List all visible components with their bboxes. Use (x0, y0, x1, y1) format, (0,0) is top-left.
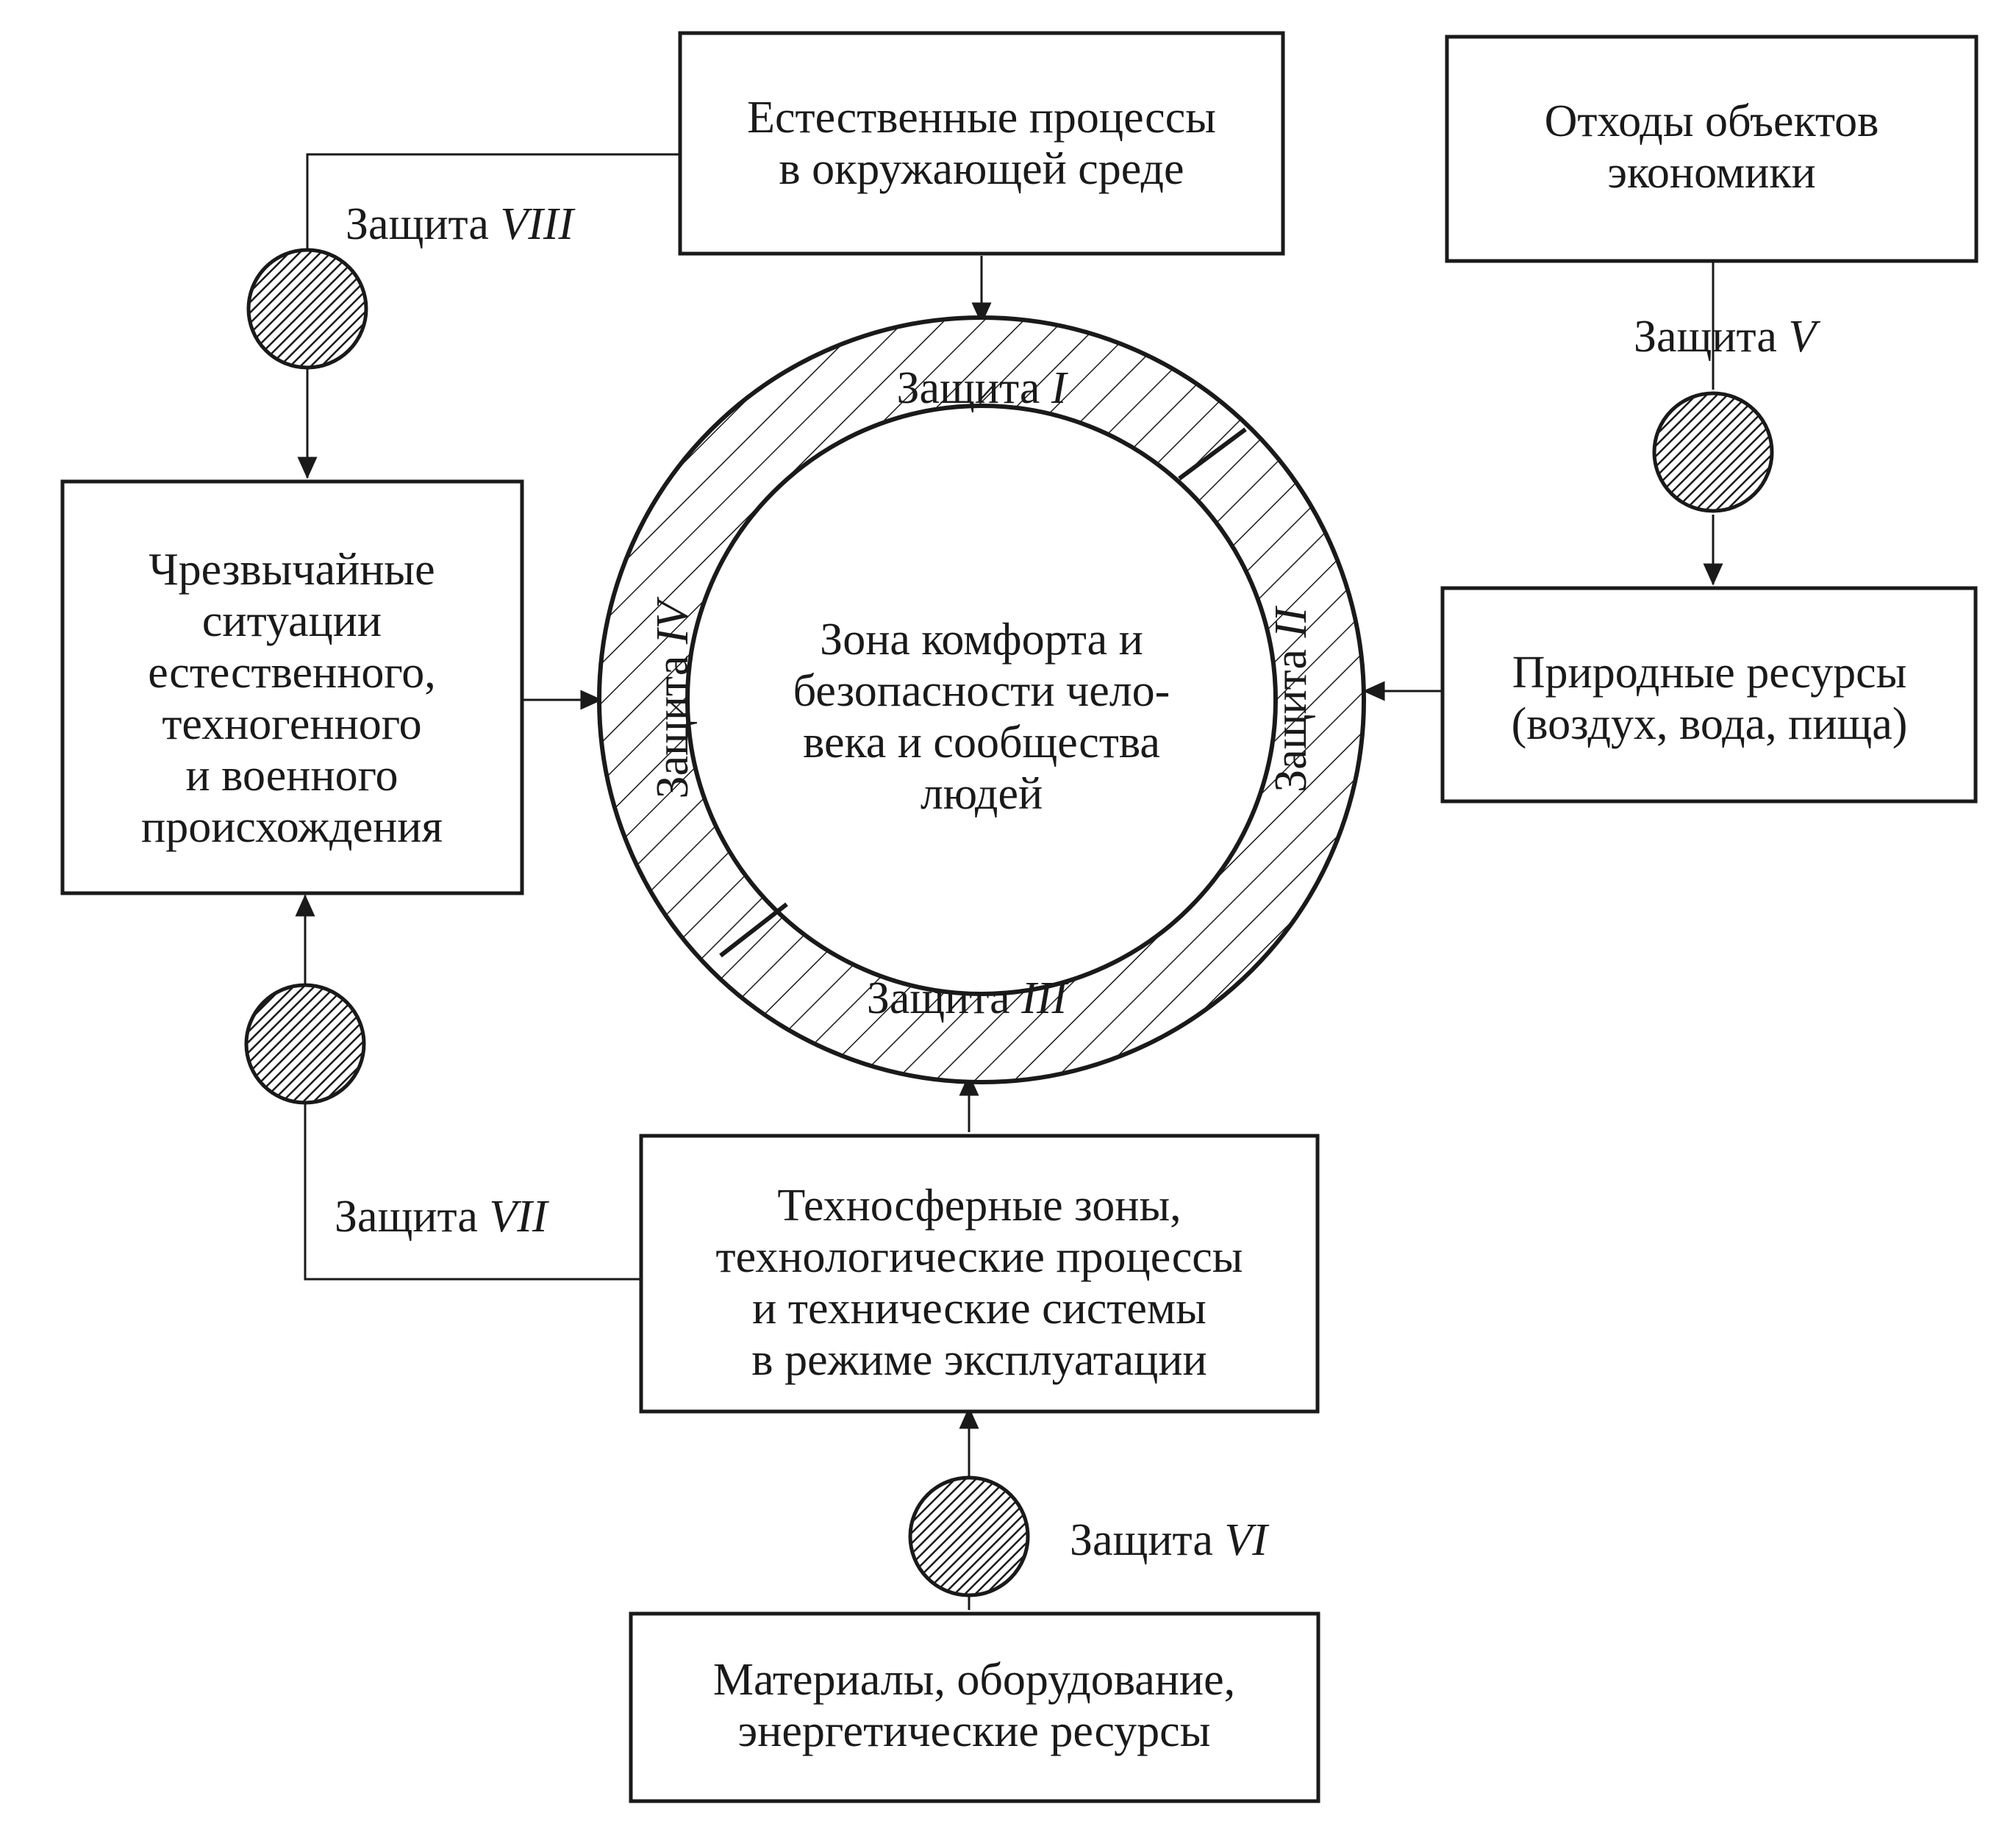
natural-processes-line-2: в окружающей среде (779, 144, 1184, 194)
emergencies-line-2: ситуации (202, 596, 382, 646)
ring-band (596, 315, 1367, 1084)
center-line-2: безопасности чело- (793, 666, 1170, 716)
protection-numeral: VI (1224, 1515, 1270, 1565)
technosphere-line-1: Техносферные зоны, (777, 1181, 1181, 1231)
protection-numeral: VIII (500, 199, 576, 249)
protection-node-viii (246, 248, 368, 370)
protection-i-label: Защита I (896, 363, 1068, 413)
protection-word: Защита (1070, 1515, 1213, 1565)
center-line-1: Зона комфорта и (820, 615, 1143, 665)
connectors (295, 153, 1723, 1610)
protection-numeral: II (1266, 605, 1316, 639)
protection-word: Защита (867, 973, 1010, 1023)
technosphere-line-3: и технические системы (752, 1284, 1207, 1334)
emergencies-line-3: естественного, (148, 648, 436, 698)
technosphere-line-4: в режиме эксплуатации (751, 1335, 1207, 1385)
emergencies-line-5: и военного (185, 751, 398, 801)
protection-numeral: VII (489, 1192, 550, 1242)
technosphere-line-2: технологические процессы (716, 1232, 1243, 1282)
emergencies-line-1: Чрезвычайные (149, 545, 435, 595)
protection-numeral: V (1788, 312, 1820, 362)
protection-vii-label: Защита VII (335, 1192, 550, 1242)
protection-numeral: III (1020, 973, 1069, 1023)
emergencies-line-4: техногенного (162, 699, 421, 749)
protection-iv-label: Защита IV (648, 596, 698, 798)
protection-word: Защита (648, 656, 698, 799)
center-line-3: века и сообщества (803, 718, 1160, 767)
protection-ring (596, 315, 1367, 1084)
comfort-zone: Зона комфорта и безопасности чело- века … (793, 615, 1170, 819)
box-materials: Материалы, оборудование, энергетические … (629, 1611, 1320, 1803)
protection-word: Защита (335, 1192, 478, 1242)
protection-node-vi (908, 1475, 1030, 1597)
protection-iii-label: Защита III (867, 973, 1070, 1023)
protection-word: Защита (346, 199, 489, 249)
materials-line-1: Материалы, оборудование, (713, 1655, 1235, 1705)
box-natural-processes: Естественные процессы в окружающей среде (678, 31, 1285, 256)
waste-line-1: Отходы объектов (1545, 96, 1879, 146)
protection-numeral: I (1051, 363, 1069, 413)
protection-word: Защита (896, 363, 1040, 413)
resources-line-1: Природные ресурсы (1512, 648, 1907, 698)
protection-viii-label: Защита VIII (346, 199, 576, 249)
protection-word: Защита (1266, 649, 1316, 792)
protection-v-label: Защита V (1634, 312, 1820, 362)
materials-line-2: энергетические ресурсы (738, 1706, 1211, 1756)
connector-technosphere-to-node-vii (304, 1103, 641, 1281)
waste-line-2: экономики (1607, 148, 1815, 198)
resources-line-2: (воздух, вода, пища) (1512, 699, 1908, 749)
box-emergencies: Чрезвычайные ситуации естественного, тех… (60, 479, 524, 895)
box-technosphere: Техносферные зоны, технологические проце… (639, 1134, 1320, 1414)
connector-natural-to-node-viii (306, 153, 680, 250)
protection-vi-label: Защита VI (1070, 1515, 1270, 1565)
center-line-4: людей (921, 769, 1043, 819)
box-waste: Отходы объектов экономики (1445, 35, 1979, 263)
ring-divider-bottom-left (719, 902, 788, 958)
protection-numeral: IV (648, 596, 698, 645)
protection-node-v (1652, 391, 1774, 513)
protection-word: Защита (1634, 312, 1777, 362)
ring-divider-top-right (1178, 427, 1247, 481)
protection-ii-label: Защита II (1266, 605, 1316, 792)
natural-processes-line-1: Естественные процессы (747, 93, 1216, 143)
protection-node-vii (244, 983, 366, 1105)
emergencies-line-6: происхождения (141, 802, 443, 852)
box-natural-resources: Природные ресурсы (воздух, вода, пища) (1440, 586, 1978, 804)
